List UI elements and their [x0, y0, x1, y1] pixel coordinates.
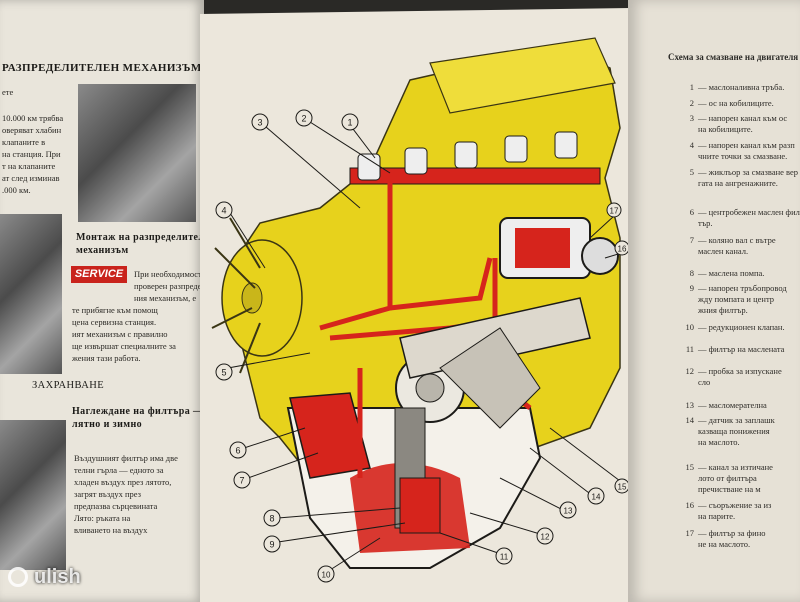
svg-text:12: 12: [541, 533, 550, 542]
svg-text:4: 4: [221, 206, 226, 216]
left-page: РАЗПРЕДЕЛИТЕЛЕН МЕХАНИЗЪМ ете 10.000 км …: [0, 0, 204, 602]
engine-lubrication-diagram: 1 2 3 4 5 6 7 8 9 10 11 12 13 14 15 16 1…: [211, 37, 630, 583]
svg-text:5: 5: [221, 368, 226, 378]
callout-7: 7: [233, 471, 251, 489]
callout-1: 1: [341, 113, 359, 131]
callout-5: 5: [215, 363, 233, 381]
oil-filter: [499, 217, 619, 279]
section-supply-title: ЗАХРАНВАНЕ: [32, 380, 105, 391]
callout-15: 15: [614, 478, 630, 494]
legend-item-2: 2— ос на кобилиците.: [689, 98, 774, 108]
svg-text:13: 13: [564, 507, 573, 516]
svg-text:16: 16: [618, 245, 627, 254]
svg-text:17: 17: [610, 207, 619, 216]
legend-item-13: 13— масломерателна: [685, 400, 767, 410]
svg-text:9: 9: [269, 540, 274, 550]
watermark: ulish: [8, 566, 81, 589]
svg-text:6: 6: [235, 446, 240, 456]
rocker-shaft: [349, 131, 601, 185]
callouts: 1 2 3 4 5 6 7 8 9 10 11 12 13 14 15 16 1…: [215, 109, 630, 583]
valves-photo: [0, 214, 62, 374]
svg-text:11: 11: [500, 553, 509, 562]
callout-8: 8: [263, 509, 281, 527]
svg-text:3: 3: [257, 118, 262, 128]
svg-text:14: 14: [592, 493, 601, 502]
legend-item-1: 1— маслоналивна тръба.: [689, 82, 785, 92]
watermark-logo-icon: [8, 567, 28, 587]
section-filter-title: Наглеждане на филтъра —: [72, 406, 204, 417]
callout-10: 10: [317, 565, 335, 583]
callout-17: 17: [606, 202, 622, 218]
svg-text:10: 10: [322, 571, 331, 580]
section-mounting-title-2: механизъм: [76, 245, 129, 256]
callout-14: 14: [587, 487, 605, 505]
timing-chain-photo: [78, 84, 196, 222]
callout-lines: [227, 121, 630, 571]
svg-text:8: 8: [269, 514, 274, 524]
heading-distribution-mechanism: РАЗПРЕДЕЛИТЕЛЕН МЕХАНИЗЪМ: [2, 62, 202, 74]
callout-12: 12: [536, 527, 554, 545]
callout-6: 6: [229, 441, 247, 459]
oil-pump: [289, 392, 441, 534]
section-filter-title-2: лятно и зимно: [72, 419, 143, 430]
service-badge: SERVICE: [71, 266, 127, 283]
legend-item-11: 11— филтър на маслената: [685, 344, 785, 354]
callout-11: 11: [495, 547, 513, 565]
callout-2: 2: [295, 109, 313, 127]
callout-13: 13: [559, 501, 577, 519]
svg-text:1: 1: [347, 118, 352, 128]
callout-4: 4: [215, 201, 233, 219]
callout-3: 3: [251, 113, 269, 131]
air-filter-photo: [0, 420, 66, 570]
svg-text:7: 7: [239, 476, 244, 486]
crankshaft: [399, 297, 591, 429]
legend-item-8: 8— маслена помпа.: [689, 268, 765, 278]
fan: [211, 217, 303, 374]
legend-title: Схема за смазване на двигателя: [668, 52, 799, 62]
svg-text:2: 2: [301, 114, 306, 124]
legend-page: Схема за смазване на двигателя 1— маслон…: [628, 0, 800, 602]
callout-9: 9: [263, 535, 281, 553]
legend-item-10: 10— редукционен клапан.: [685, 322, 785, 332]
svg-text:15: 15: [618, 483, 627, 492]
engine-diagram-page: 1 2 3 4 5 6 7 8 9 10 11 12 13 14 15 16 1…: [200, 8, 630, 602]
callout-16: 16: [614, 240, 630, 256]
section-mounting-title: Монтаж на разпределителния: [76, 232, 204, 243]
